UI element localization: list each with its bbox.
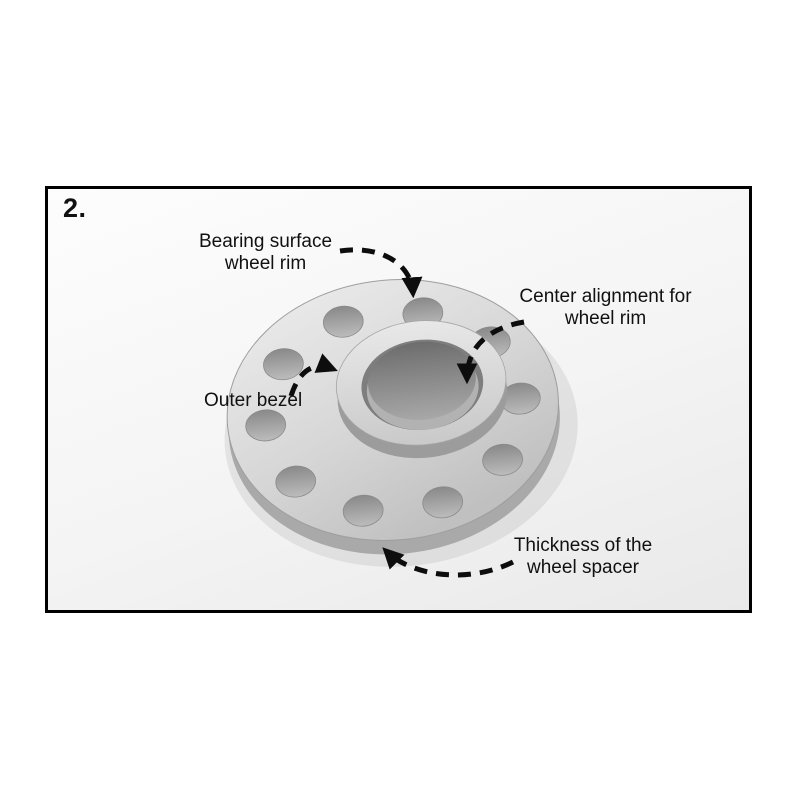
arrow-center-alignment bbox=[456, 319, 525, 385]
arrow-thickness bbox=[382, 547, 515, 578]
bolt-hole bbox=[422, 486, 464, 519]
label-outer-bezel: Outer bezel bbox=[204, 390, 303, 411]
arrow-bearing-surface bbox=[339, 247, 423, 299]
center-bore bbox=[368, 341, 476, 421]
center-hub bbox=[335, 320, 508, 459]
annotation-arrows bbox=[288, 247, 525, 578]
bolt-hole bbox=[322, 305, 364, 338]
label-center-alignment: Center alignment for wheel rim bbox=[519, 286, 692, 329]
step-number: 2. bbox=[63, 193, 87, 223]
arrow-outer-bezel bbox=[288, 353, 338, 397]
bolt-hole bbox=[263, 348, 304, 381]
bolt-hole bbox=[342, 494, 384, 527]
label-thickness: Thickness of the wheel spacer bbox=[513, 535, 653, 578]
bolt-hole bbox=[245, 409, 287, 442]
label-bearing-surface: Bearing surface wheel rim bbox=[198, 231, 333, 274]
bolt-hole bbox=[275, 465, 317, 498]
bolt-hole bbox=[482, 443, 523, 476]
